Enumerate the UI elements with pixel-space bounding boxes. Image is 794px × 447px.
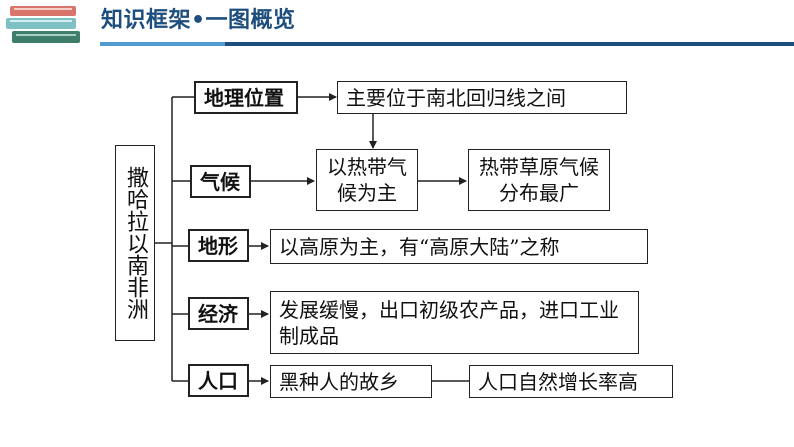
category-climate: 气候 <box>190 165 251 198</box>
category-population-label: 人口 <box>198 368 238 393</box>
category-location: 地理位置 <box>194 81 298 114</box>
detail-climate: 以热带气候为主 <box>316 149 418 211</box>
header-rule <box>100 42 794 46</box>
detail-location: 主要位于南北回归线之间 <box>337 81 627 114</box>
category-terrain: 地形 <box>188 229 249 262</box>
detail-economy: 发展缓慢，出口初级农产品，进口工业制成品 <box>270 291 639 354</box>
detail-population-text: 黑种人的故乡 <box>279 369 399 394</box>
detail-terrain: 以高原为主，有“高原大陆”之称 <box>270 229 648 264</box>
category-location-label: 地理位置 <box>204 85 284 110</box>
category-economy: 经济 <box>188 297 249 330</box>
detail-climate-text: 以热带气候为主 <box>327 155 407 205</box>
root-label: 撒哈拉以南非洲 <box>123 166 148 320</box>
detail-terrain-text: 以高原为主，有“高原大陆”之称 <box>279 234 560 259</box>
detail-economy-text: 发展缓慢，出口初级农产品，进口工业制成品 <box>279 297 619 348</box>
category-climate-label: 气候 <box>200 169 240 194</box>
detail-climate-result: 热带草原气候分布最广 <box>468 149 610 211</box>
header-rule-accent <box>100 42 225 46</box>
stacked-books-icon <box>6 6 80 43</box>
detail-population-result-text: 人口自然增长率高 <box>478 369 638 394</box>
root-node: 撒哈拉以南非洲 <box>115 145 155 341</box>
category-economy-label: 经济 <box>198 301 238 326</box>
page-header: 知识框架•一图概览 <box>0 0 794 52</box>
detail-climate-result-text: 热带草原气候分布最广 <box>479 155 599 205</box>
detail-population-result: 人口自然增长率高 <box>469 365 673 398</box>
detail-population: 黑种人的故乡 <box>270 365 432 398</box>
category-population: 人口 <box>188 364 249 397</box>
detail-location-text: 主要位于南北回归线之间 <box>346 85 566 110</box>
page-title: 知识框架•一图概览 <box>101 8 296 33</box>
category-terrain-label: 地形 <box>198 233 238 258</box>
